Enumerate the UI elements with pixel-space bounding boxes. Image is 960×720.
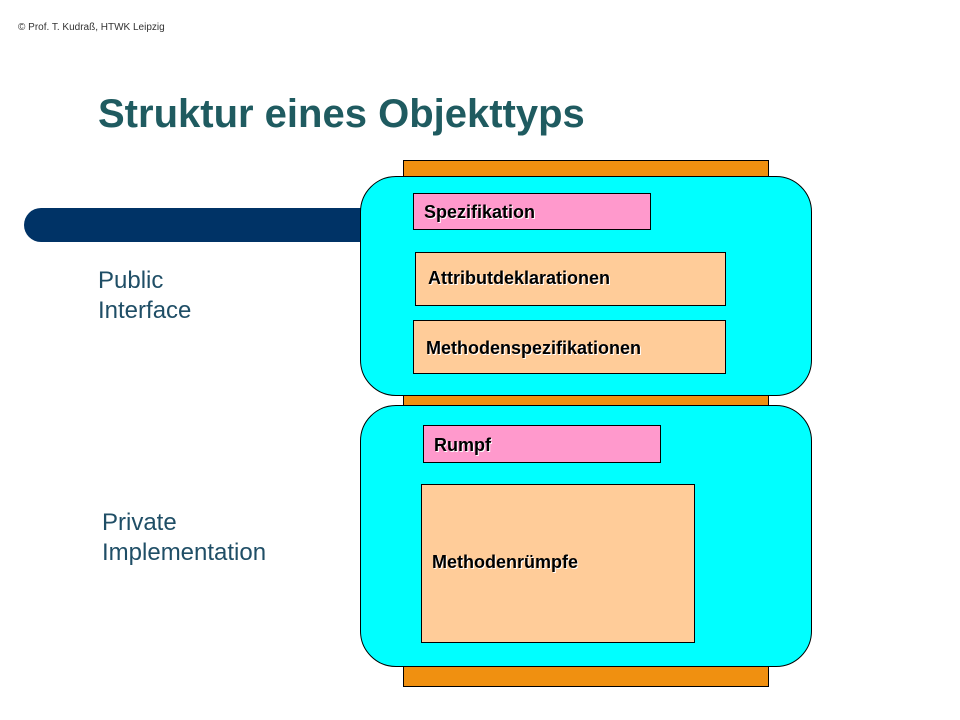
- private-implementation-label: Private Implementation: [102, 508, 266, 568]
- private-label-line-2: Implementation: [102, 539, 267, 566]
- public-interface-label: Public Interface: [98, 266, 191, 326]
- public-label-line-2: Interface: [98, 297, 192, 324]
- rumpf-box: Rumpf: [423, 425, 661, 463]
- public-label-line-1: Public: [98, 267, 164, 294]
- spezifikation-box: Spezifikation: [413, 193, 651, 230]
- attributdeklarationen-box: Attributdeklarationen: [415, 252, 726, 306]
- copyright-text: © Prof. T. Kudraß, HTWK Leipzig: [18, 22, 165, 33]
- page-title: Struktur eines Objekttyps: [98, 92, 585, 136]
- methodenruempfe-box: Methodenrümpfe: [421, 484, 695, 643]
- private-label-line-1: Private: [102, 509, 177, 536]
- methodenspezifikationen-box: Methodenspezifikationen: [413, 320, 726, 374]
- bar-notch: [24, 242, 66, 244]
- interface-bar: [24, 208, 369, 242]
